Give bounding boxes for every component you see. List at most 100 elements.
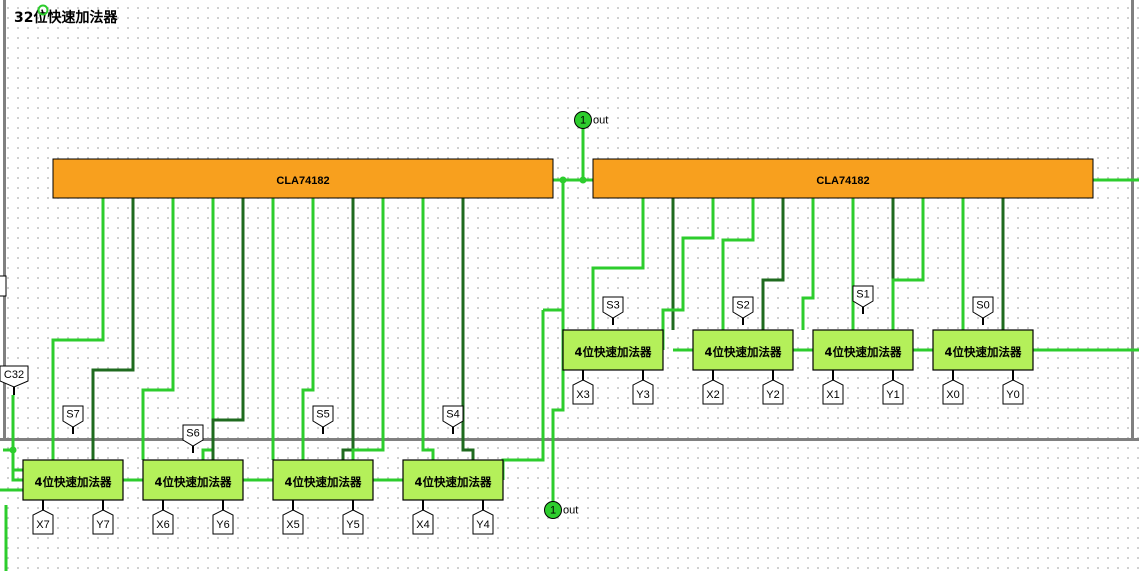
pin-s5: S5 <box>312 405 334 434</box>
pin-c32: C32 <box>0 365 29 395</box>
cla74182-block-1[interactable]: CLA74182 <box>52 158 554 199</box>
input-pin-label: X1 <box>826 389 839 401</box>
adder-body <box>932 329 1034 371</box>
pin-s4: S4 <box>442 405 464 434</box>
input-pin-label: Y5 <box>346 519 359 531</box>
adder-s3[interactable]: 4位快速加法器 <box>562 329 664 371</box>
wire <box>211 198 245 460</box>
pin-pentagon-icon <box>732 296 754 319</box>
adder-s1[interactable]: 4位快速加法器 <box>812 329 914 371</box>
pin-x4: X4 <box>412 500 434 535</box>
probe-out-label: out <box>593 115 608 127</box>
pin-y0: Y0 <box>1002 370 1024 405</box>
pin-y3: Y3 <box>632 370 654 405</box>
out-probe-top[interactable]: 1 out <box>574 111 609 129</box>
pin-pentagon-icon <box>412 509 434 535</box>
pin-y4: Y4 <box>472 500 494 535</box>
pin-x3: X3 <box>572 370 594 405</box>
canvas-frame <box>0 0 1139 441</box>
pin-s1: S1 <box>852 285 874 314</box>
adder-body <box>692 329 794 371</box>
adder-s4[interactable]: 4位快速加法器 <box>402 459 504 501</box>
sum-pin-label: S5 <box>316 409 329 421</box>
adder-label: 4位快速加法器 <box>824 345 902 359</box>
pin-y1: Y1 <box>882 370 904 405</box>
cla-body <box>592 158 1094 199</box>
pin-y6: Y6 <box>212 500 234 535</box>
wire <box>421 198 435 460</box>
wire <box>91 198 135 460</box>
probe-value: 1 <box>580 115 586 127</box>
wires <box>0 125 1139 571</box>
pin-pentagon-icon <box>852 285 874 308</box>
adder-s5[interactable]: 4位快速加法器 <box>272 459 374 501</box>
input-pin-label: X2 <box>706 389 719 401</box>
pin-pentagon-icon <box>572 379 594 405</box>
adder-body <box>812 329 914 371</box>
wire-junction <box>579 176 587 184</box>
pin-x6: X6 <box>152 500 174 535</box>
pin-pentagon-icon <box>602 296 624 319</box>
adder-s0[interactable]: 4位快速加法器 <box>932 329 1034 371</box>
adder-s2[interactable]: 4位快速加法器 <box>692 329 794 371</box>
pin-pentagon-icon <box>822 379 844 405</box>
adder-label: 4位快速加法器 <box>944 345 1022 359</box>
circle-probe-icon <box>544 501 562 519</box>
wire <box>721 198 755 330</box>
pin-y7: Y7 <box>92 500 114 535</box>
wire <box>3 448 23 472</box>
adder-label: 4位快速加法器 <box>414 475 492 489</box>
pin-x7: X7 <box>32 500 54 535</box>
pin-pentagon-icon <box>632 379 654 405</box>
wire <box>341 198 355 460</box>
pin-x5: X5 <box>282 500 304 535</box>
carry-pin-label: C32 <box>4 369 24 381</box>
adder-s6[interactable]: 4位快速加法器 <box>142 459 244 501</box>
input-pin-label: Y2 <box>766 389 779 401</box>
pin-pentagon-icon <box>1002 379 1024 405</box>
sum-pin-label: S0 <box>976 300 989 312</box>
pin-x1: X1 <box>822 370 844 405</box>
input-pin-label: X6 <box>156 519 169 531</box>
tunnel-marker-icon <box>37 4 49 16</box>
pin-pentagon-icon <box>312 405 334 428</box>
wire <box>801 198 815 330</box>
pin-pentagon-icon <box>882 379 904 405</box>
adder-s7[interactable]: 4位快速加法器 <box>22 459 124 501</box>
wire <box>661 198 715 350</box>
pin-pentagon-icon <box>152 509 174 535</box>
pin-pentagon-icon <box>942 379 964 405</box>
wire <box>51 198 105 460</box>
adder-body <box>142 459 244 501</box>
input-pin-label: X7 <box>36 519 49 531</box>
offscreen-pin-stub <box>0 275 7 297</box>
wire <box>501 310 545 480</box>
pin-x2: X2 <box>702 370 724 405</box>
cla-label: CLA74182 <box>816 175 869 187</box>
adder-label: 4位快速加法器 <box>574 345 652 359</box>
wire <box>551 180 565 510</box>
pin-pentagon-icon <box>182 424 204 447</box>
pin-pentagon-icon <box>342 509 364 535</box>
pin-s0: S0 <box>972 296 994 325</box>
wire <box>543 308 565 350</box>
adder-label: 4位快速加法器 <box>704 345 782 359</box>
wire <box>201 198 215 460</box>
pin-s6: S6 <box>182 424 204 453</box>
pin-y5: Y5 <box>342 500 364 535</box>
adder-body <box>22 459 124 501</box>
pin-pentagon-icon <box>32 509 54 535</box>
adder-label: 4位快速加法器 <box>34 475 112 489</box>
input-pin-label: Y1 <box>886 389 899 401</box>
sum-pin-label: S6 <box>186 428 199 440</box>
cla74182-block-2[interactable]: CLA74182 <box>592 158 1094 199</box>
sum-pin-label: S7 <box>66 409 79 421</box>
pin-pentagon-icon <box>282 509 304 535</box>
pin-s2: S2 <box>732 296 754 325</box>
pin-x0: X0 <box>942 370 964 405</box>
wire <box>141 198 175 460</box>
pin-pentagon-icon <box>702 379 724 405</box>
wire-junction <box>9 446 17 454</box>
